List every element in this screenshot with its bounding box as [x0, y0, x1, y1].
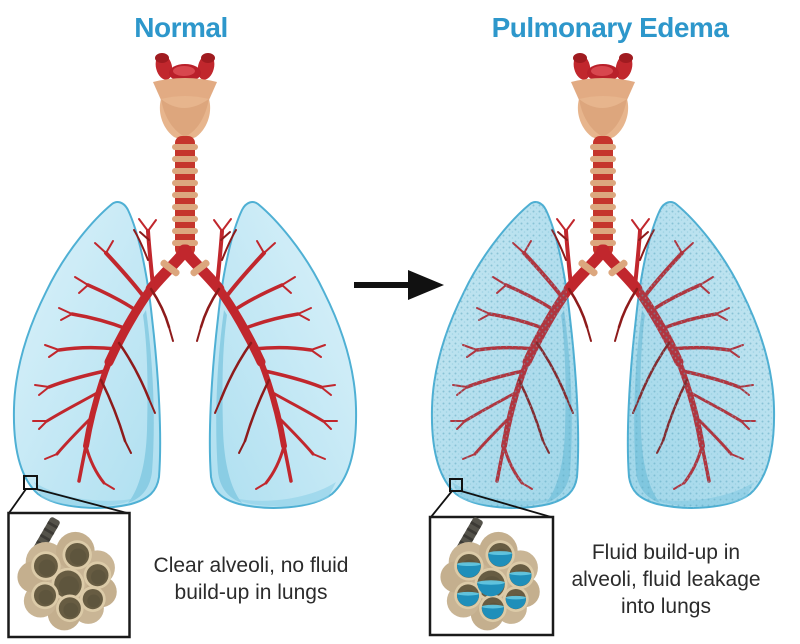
transition-arrow-icon [354, 270, 444, 300]
edema-lungs-figure [431, 52, 775, 507]
normal-caption: Clear alveoli, no fluid build-up in lung… [153, 554, 349, 604]
normal-title: Normal [134, 12, 228, 43]
normal-inset-source-marker [23, 475, 38, 490]
edema-caption: Fluid build-up in alveoli, fluid leakage… [571, 541, 761, 618]
edema-title: Pulmonary Edema [491, 12, 729, 43]
edema-alveoli-inset [428, 478, 555, 637]
normal-alveoli-inset [7, 475, 131, 639]
normal-lungs-figure [14, 52, 356, 507]
edema-inset-source-marker [449, 478, 463, 492]
